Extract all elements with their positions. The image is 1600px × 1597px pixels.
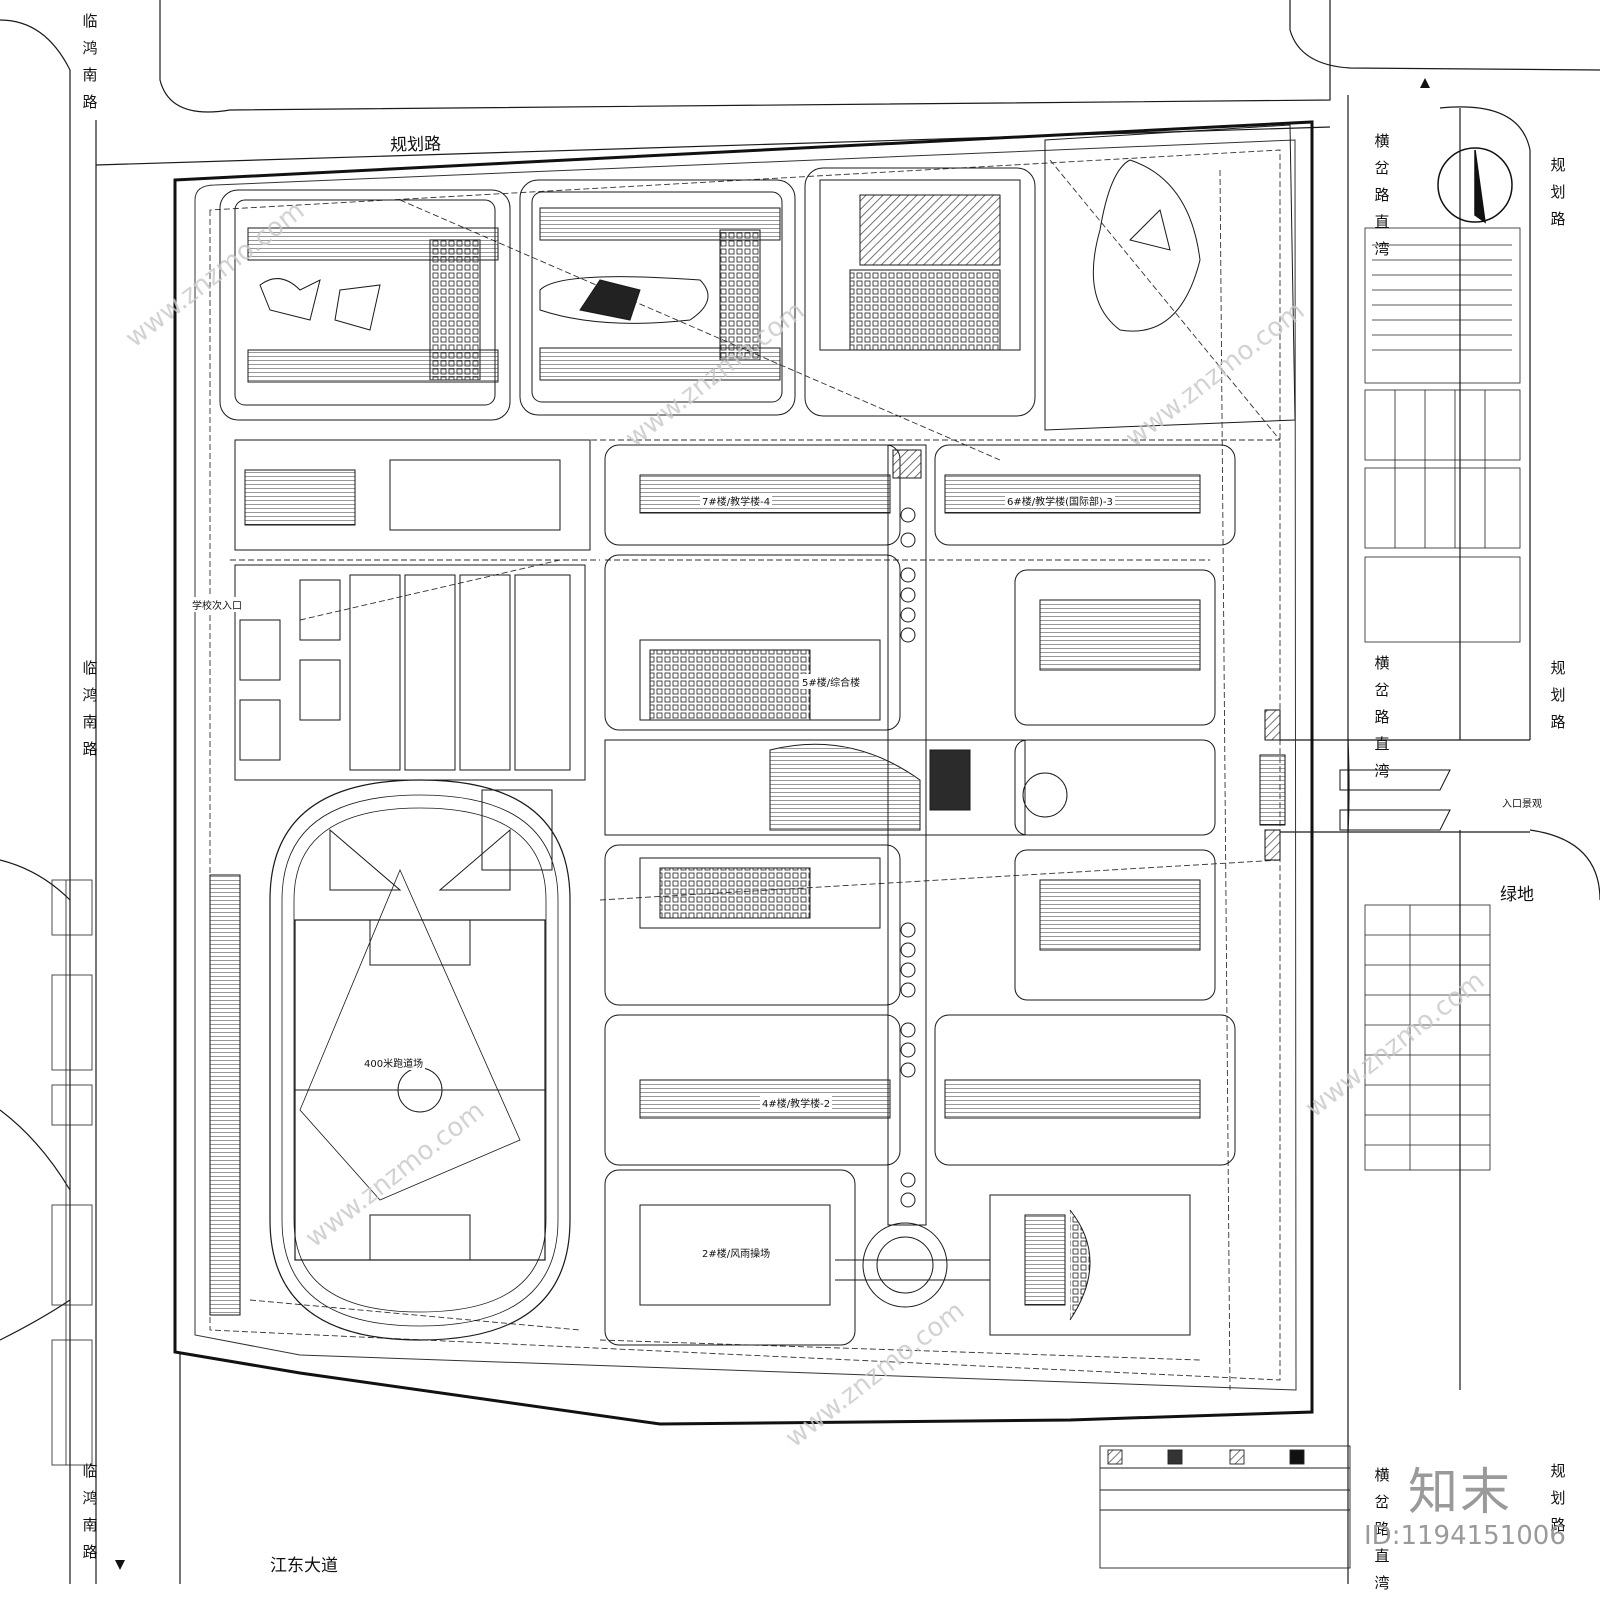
road-east-entrance-curve bbox=[1347, 739, 1350, 833]
road-label-east-branch-2: 横岔路直湾 bbox=[1374, 654, 1390, 780]
road-label-west-2: 临鸿南路 bbox=[82, 659, 98, 758]
road-edge-east-4 bbox=[1529, 829, 1600, 901]
outdoor-court-ne bbox=[1044, 124, 1296, 431]
road-label-east-far-2: 规划路 bbox=[1550, 659, 1566, 731]
building-label-teaching-4: 7#楼/教学楼-4 bbox=[700, 493, 773, 508]
dormitory-block-1 bbox=[219, 189, 511, 421]
watermark-logo: 知末 bbox=[1408, 1463, 1512, 1521]
road-edge-northwest bbox=[0, 19, 71, 1584]
road-label-south: 江东大道 bbox=[270, 1556, 338, 1576]
canteen-building bbox=[804, 167, 1036, 417]
building-label-teaching-3: 6#楼/教学楼(国际部)-3 bbox=[1005, 493, 1115, 508]
road-edge-west-bend bbox=[0, 1109, 71, 1191]
road-edge-northeast bbox=[1289, 0, 1600, 71]
running-track bbox=[269, 779, 571, 1341]
site-boundary bbox=[173, 120, 1314, 1426]
north-arrow bbox=[1437, 147, 1513, 224]
road-label-north: 规划路 bbox=[389, 134, 442, 156]
building-label-teaching-2: 4#楼/教学楼-2 bbox=[760, 1095, 833, 1110]
track-field-label: 400米跑道场 bbox=[362, 1055, 426, 1070]
west-entrance-label: 学校次入口 bbox=[190, 597, 244, 612]
road-label-west-1: 临鸿南路 bbox=[82, 12, 98, 111]
dormitory-block-2 bbox=[519, 179, 796, 416]
teaching-campus bbox=[604, 444, 1236, 1346]
building-label-gym: 2#楼/风雨操场 bbox=[700, 1245, 773, 1260]
road-edge-north-top bbox=[159, 0, 1331, 113]
notes-tables bbox=[1364, 227, 1521, 1171]
legend-box-south bbox=[1099, 1445, 1351, 1569]
road-label-east-branch-1: 横岔路直湾 bbox=[1374, 132, 1390, 258]
east-entrance-label: 入口景观 bbox=[1500, 795, 1544, 810]
central-axis bbox=[887, 444, 971, 1226]
road-label-east-far-1: 规划路 bbox=[1550, 156, 1566, 228]
grandstand bbox=[209, 874, 241, 1316]
road-edge-east-3 bbox=[1439, 106, 1531, 740]
road-east-entrance bbox=[1280, 739, 1530, 833]
sports-courts bbox=[234, 439, 591, 871]
green-space-label: 绿地 bbox=[1500, 885, 1534, 905]
building-label-complex: 5#楼/综合楼 bbox=[800, 674, 863, 689]
road-edge-north-bottom bbox=[95, 126, 1331, 166]
legend-tables-west bbox=[51, 879, 93, 1466]
road-edge-southwest bbox=[0, 1299, 71, 1341]
watermark-id: ID:1194151006 bbox=[1364, 1521, 1566, 1551]
road-label-east-far-3: 规划路 bbox=[1550, 1462, 1566, 1534]
east-gate bbox=[1259, 754, 1286, 826]
road-edge-west-south bbox=[0, 859, 71, 901]
road-label-west-3: 临鸿南路 bbox=[82, 1462, 98, 1561]
